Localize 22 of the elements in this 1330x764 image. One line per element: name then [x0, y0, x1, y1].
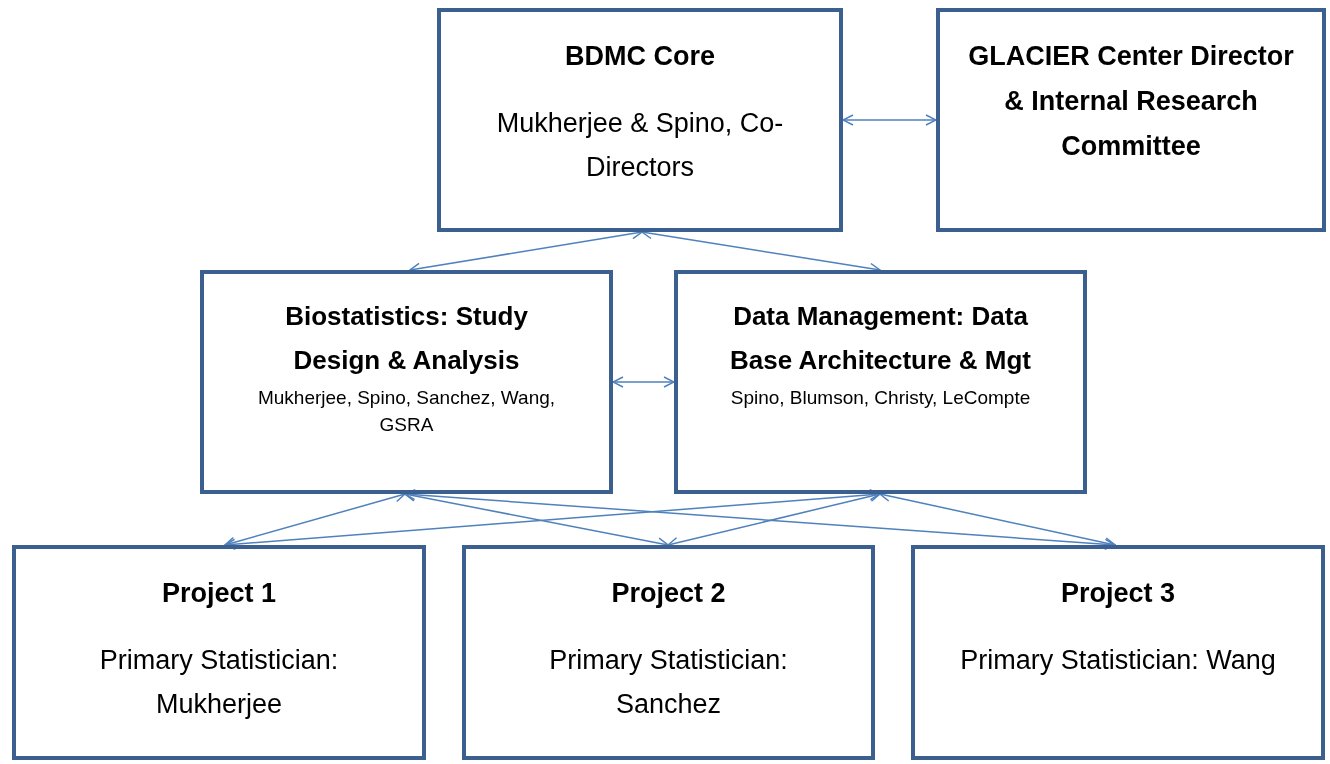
- org-box: [437, 8, 843, 232]
- org-box: [200, 270, 613, 494]
- box-title: BDMC Core: [565, 40, 715, 73]
- org-box: [936, 8, 1326, 232]
- box-text: Primary Statistician: Sanchez: [548, 644, 789, 721]
- box-text: Mukherjee & Spino, Co-Directors: [495, 107, 785, 184]
- box-text: Primary Statistician: Wang: [960, 644, 1276, 677]
- box-title: Data Management: Data Base Architecture & Mgt: [729, 300, 1032, 377]
- box-text: Mukherjee, Spino, Sanchez, Wang, GSRA: [256, 386, 557, 437]
- org-box: [462, 545, 875, 760]
- box-text: Spino, Blumson, Christy, LeCompte: [730, 386, 1031, 410]
- box-title: Project 3: [1060, 577, 1176, 610]
- org-box: [674, 270, 1087, 494]
- box-text: Primary Statistician: Mukherjee: [98, 644, 340, 721]
- org-box: [12, 545, 426, 760]
- box-title: Biostatistics: Study Design & Analysis: [284, 300, 529, 377]
- box-title: Project 1: [161, 577, 277, 610]
- connector-arrow: [842, 114, 937, 126]
- box-title: Project 2: [611, 577, 726, 610]
- box-title: GLACIER Center Director & Internal Research Committee: [967, 40, 1295, 163]
- org-box: [911, 545, 1325, 760]
- connector-arrow: [612, 376, 675, 388]
